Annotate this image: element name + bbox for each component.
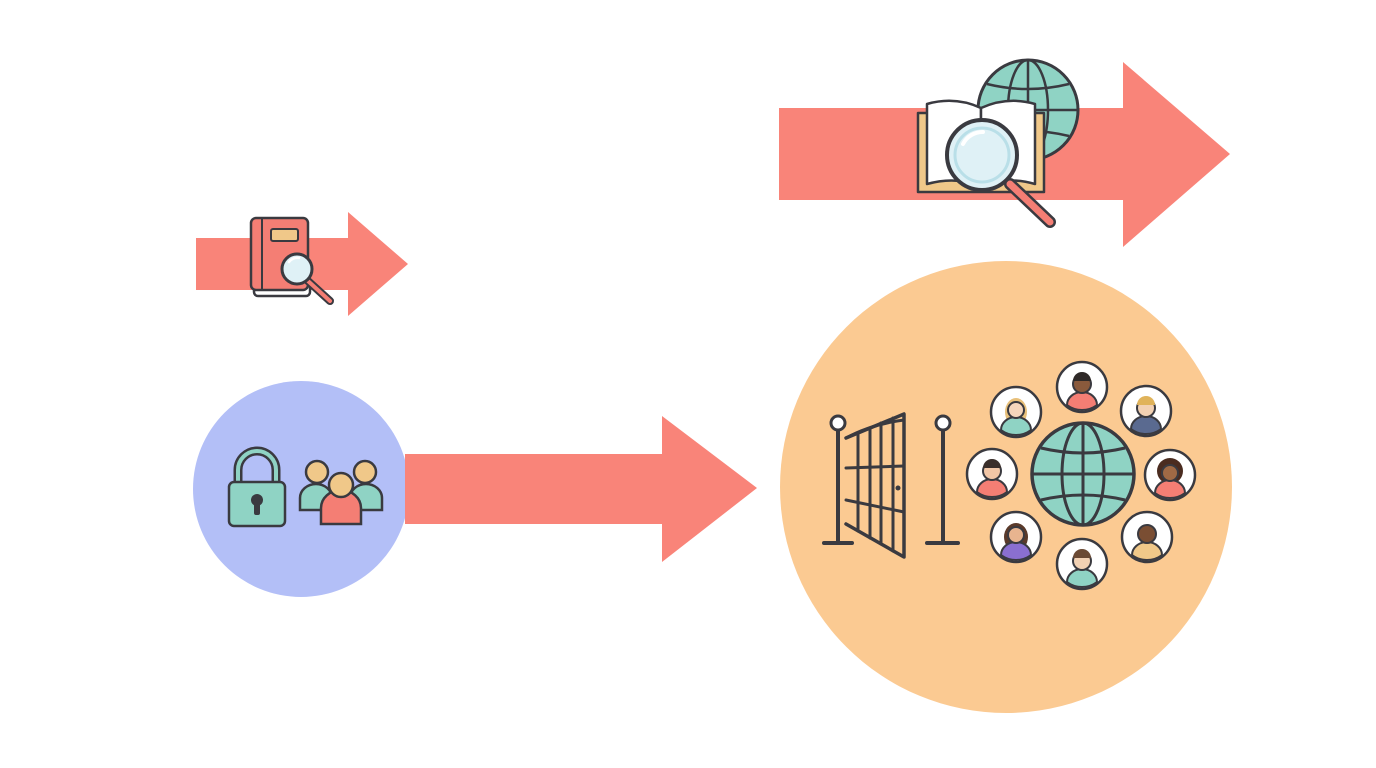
person-icon xyxy=(1119,384,1173,438)
open-gate-icon xyxy=(822,412,960,559)
person-icon xyxy=(989,510,1043,564)
person-icon xyxy=(1143,448,1197,502)
padlock-icon xyxy=(227,446,287,528)
person-icon xyxy=(965,447,1019,501)
transition-arrow xyxy=(405,416,757,562)
open-access-group xyxy=(780,261,1232,713)
person-icon xyxy=(1055,360,1109,414)
person-icon xyxy=(989,385,1043,439)
person-icon xyxy=(1120,510,1174,564)
magnifier-icon xyxy=(280,252,334,305)
person-icon xyxy=(1055,537,1109,591)
magnifier-icon xyxy=(945,118,1056,228)
closed-circle xyxy=(193,381,409,597)
globe-icon xyxy=(1030,421,1136,527)
group-icon xyxy=(298,459,384,526)
large-research-group xyxy=(779,58,1230,247)
small-research-group xyxy=(196,212,408,316)
closed-access-group xyxy=(193,381,409,597)
